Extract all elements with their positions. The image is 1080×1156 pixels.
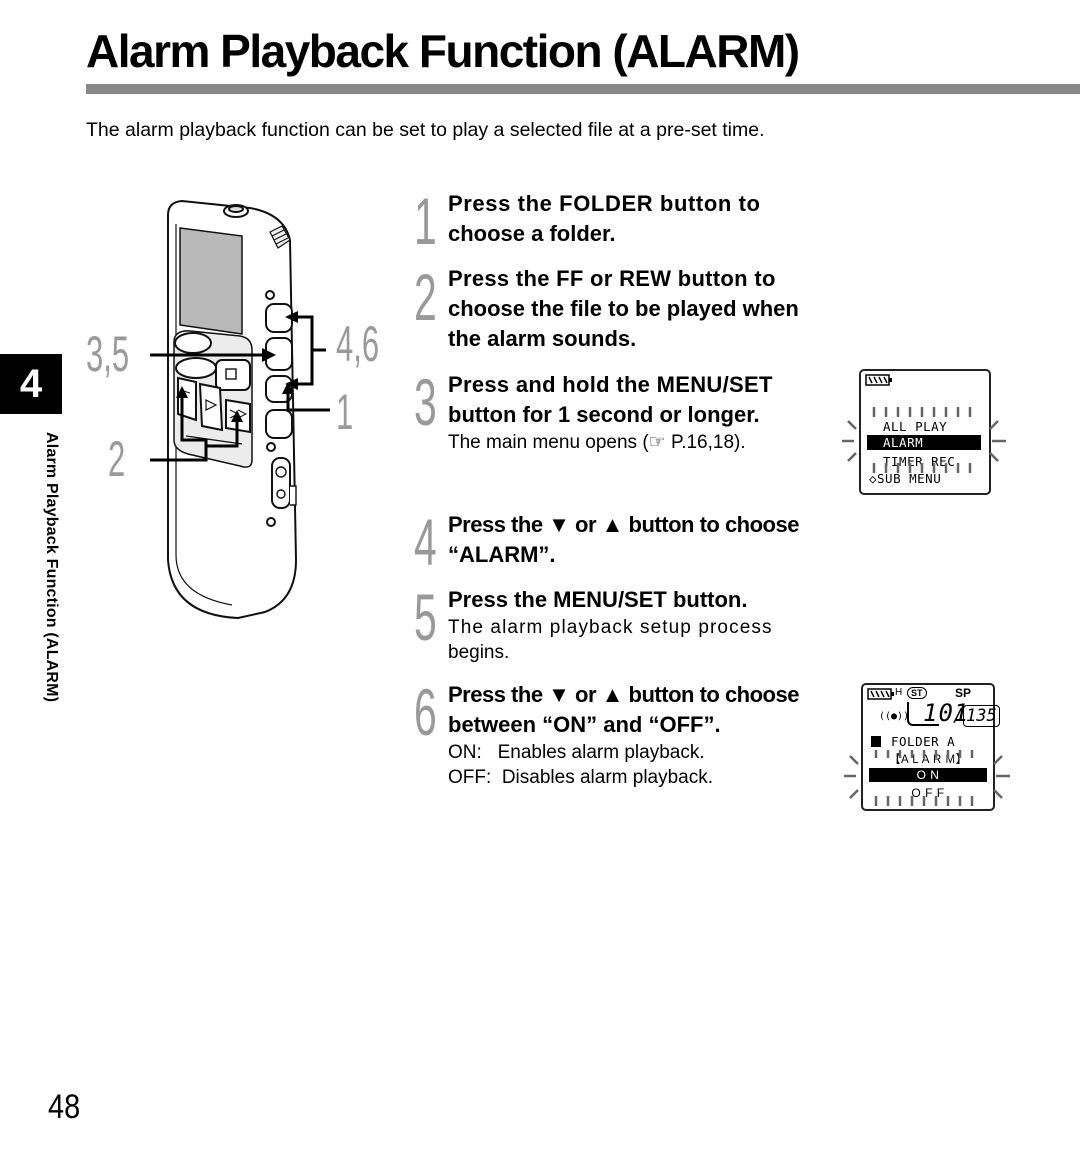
step-note: The main menu opens (☞ P.16,18). [448, 432, 746, 453]
intro-text: The alarm playback function can be set t… [86, 119, 765, 141]
step-note: ON: Enables alarm playback. [448, 742, 705, 763]
callout-4-6: 4,6 [336, 316, 380, 372]
menu-item: ALL PLAY [883, 419, 948, 434]
step-heading-line: choose a folder. [448, 221, 616, 246]
step-heading-line: the alarm sounds. [448, 326, 637, 351]
step-2: Press the FF or REW button to choose the… [448, 264, 799, 354]
blink-marks [844, 750, 1010, 806]
chapter-tab: 4 [0, 354, 62, 414]
lcd-main-menu: ALL PLAY ALARM TIMER REC ◇SUB MENU [859, 369, 991, 495]
step-heading-line: button for 1 second or longer. [448, 402, 760, 427]
step-1: Press the FOLDER button to choose a fold… [448, 189, 761, 249]
stereo-badge: ST [907, 687, 927, 699]
step-number: 4 [414, 505, 437, 579]
callout-2: 2 [108, 431, 126, 487]
blink-marks [842, 407, 1006, 473]
battery-icon [865, 374, 892, 386]
folder-label: FOLDER A [891, 734, 956, 749]
record-mode: SP [955, 686, 972, 700]
step-heading-line: Press the FF or REW button to [448, 266, 776, 291]
callout-3-5: 3,5 [86, 326, 130, 382]
step-heading-line: Press and hold the MENU/SET [448, 372, 773, 397]
step-heading-line: “ALARM”. [448, 542, 556, 567]
folder-icon [871, 736, 881, 747]
step-heading-line: Press the MENU/SET button. [448, 587, 748, 612]
step-heading-line: Press the ▼ or ▲ button to choose [448, 512, 799, 537]
page-number: 48 [48, 1088, 81, 1126]
sidebar-label: Alarm Playback Function (ALARM) [32, 432, 60, 762]
step-number: 1 [414, 184, 437, 258]
step-number: 6 [414, 675, 437, 749]
sidebar-label-text: Alarm Playback Function (ALARM) [43, 432, 60, 703]
mic-h-indicator: H [895, 687, 903, 698]
title-rule [86, 84, 1080, 94]
step-heading-line: between “ON” and “OFF”. [448, 712, 721, 737]
file-number: 101 [923, 699, 970, 727]
step-heading-line: choose the file to be played when [448, 296, 799, 321]
battery-icon [867, 688, 894, 700]
menu-item: TIMER REC [883, 454, 956, 469]
callout-1: 1 [336, 384, 354, 440]
menu-item-selected: ALARM [867, 435, 981, 450]
step-number: 5 [414, 580, 437, 654]
step-number: 2 [414, 260, 437, 334]
step-3: Press and hold the MENU/SET button for 1… [448, 370, 773, 455]
step-heading-line: Press the ▼ or ▲ button to choose [448, 682, 799, 707]
step-heading-line: Press the FOLDER button to [448, 191, 761, 216]
step-6: Press the ▼ or ▲ button to choose betwee… [448, 680, 799, 790]
alarm-icon: ((●)) [879, 711, 910, 722]
page-title: Alarm Playback Function (ALARM) [86, 25, 800, 77]
step-5: Press the MENU/SET button. The alarm pla… [448, 585, 773, 665]
total-files: 135 [963, 705, 1000, 727]
step-note: OFF: Disables alarm playback. [448, 767, 714, 788]
lcd-alarm-setting: H ST SP ((●)) 101 / 135 FOLDER A 【A L A … [861, 683, 1000, 811]
menu-item: ◇SUB MENU [869, 471, 942, 486]
step-note: begins. [448, 642, 510, 663]
option-on-selected: O N [869, 768, 987, 782]
step-note: The alarm playback setup process [448, 617, 773, 638]
step-4: Press the ▼ or ▲ button to choose “ALARM… [448, 510, 799, 570]
recorder-illustration [150, 199, 330, 620]
step-number: 3 [414, 365, 437, 439]
